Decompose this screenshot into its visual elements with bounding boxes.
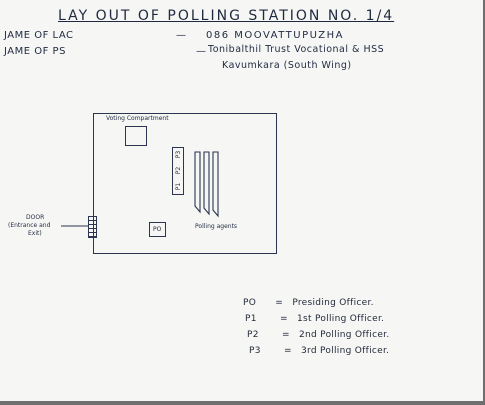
ps-value-line2: Kavumkara (South Wing) — [222, 60, 352, 71]
legend-meaning: 2nd Polling Officer. — [298, 330, 390, 340]
officer-table-label: P1 — [175, 182, 183, 191]
door-symbol — [88, 216, 97, 238]
lac-label: JAME OF LAC — [4, 30, 74, 41]
door-label-line2: (Entrance and — [8, 222, 51, 229]
presiding-officer-label: PO — [153, 226, 162, 233]
polling-agents-benches — [194, 151, 219, 218]
officer-table-label: P2 — [175, 166, 183, 175]
presiding-officer-box: PO — [149, 222, 166, 237]
door-label-line3: Exit) — [28, 230, 42, 237]
legend-code: P3 — [249, 346, 261, 356]
ps-value-line1: Tonibalthil Trust Vocational & HSS — [208, 44, 385, 55]
legend-code: P2 — [247, 330, 259, 340]
legend-sep: = — [281, 330, 290, 340]
officer-tables-box: P3 P2 P1 — [172, 147, 184, 195]
page-title: LAY OUT OF POLLING STATION NO. 1/4 — [58, 8, 395, 24]
ps-dash: — — [196, 46, 207, 57]
legend-meaning: 1st Polling Officer. — [296, 314, 385, 324]
legend-meaning: Presiding Officer. — [292, 298, 374, 308]
legend-row: PO = Presiding Officer. — [243, 298, 374, 308]
door-label-line1: DOOR — [26, 214, 45, 221]
officer-table-label: P3 — [175, 150, 183, 159]
voting-compartment-label: Voting Compartment — [106, 115, 169, 122]
voting-compartment-box — [125, 126, 147, 146]
legend-row: P1 = 1st Polling Officer. — [245, 314, 384, 324]
legend-row: P3 = 3rd Polling Officer. — [249, 346, 389, 356]
legend-code: PO — [243, 298, 257, 308]
legend-sep: = — [279, 314, 288, 324]
door-pointer-icon — [61, 225, 88, 227]
lac-value: 086 MOOVATTUPUZHA — [206, 30, 344, 41]
lac-dash: — — [176, 30, 187, 41]
legend-sep: = — [275, 298, 284, 308]
legend-code: P1 — [245, 314, 257, 324]
legend-row: P2 = 2nd Polling Officer. — [247, 330, 390, 340]
polling-hall-outline — [93, 113, 277, 254]
ps-label: JAME OF PS — [4, 46, 66, 57]
legend-meaning: 3rd Polling Officer. — [300, 346, 390, 356]
polling-agents-label: Polling agents — [195, 223, 238, 230]
legend-sep: = — [283, 346, 292, 356]
